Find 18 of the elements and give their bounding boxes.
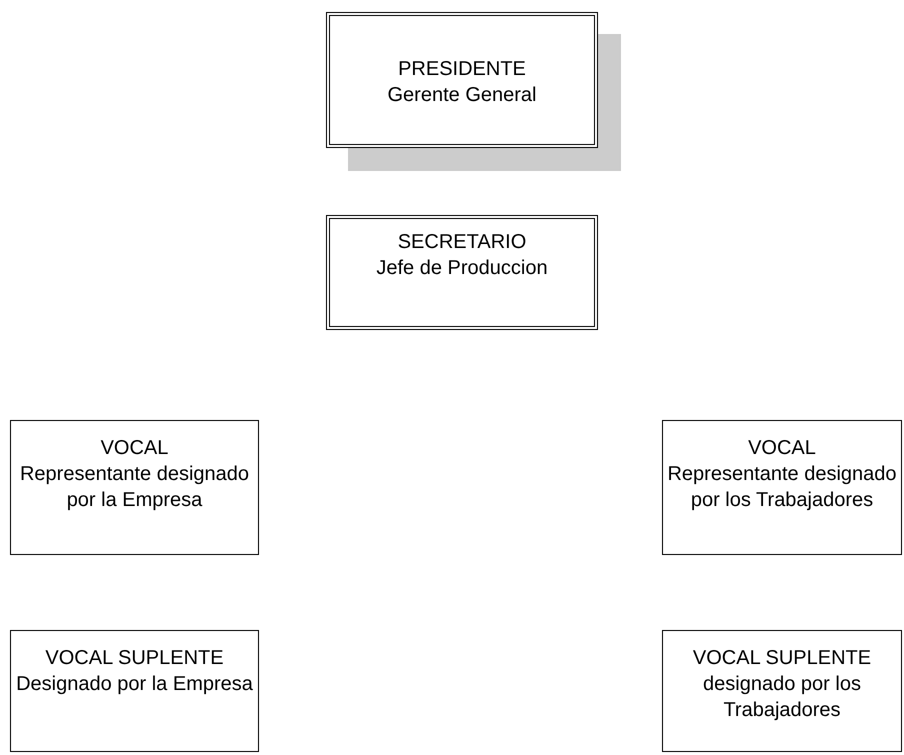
role-title: VOCAL SUPLENTE — [692, 646, 872, 671]
role-title: VOCAL SUPLENTE — [44, 646, 225, 671]
role-title: PRESIDENTE — [397, 57, 527, 82]
org-box — [10, 630, 259, 752]
role-description: designado por los Trabajadores — [702, 672, 862, 723]
double-bordered-box — [326, 12, 598, 148]
role-title: SECRETARIO — [396, 230, 528, 255]
role-title: VOCAL — [100, 436, 170, 461]
role-title: VOCAL — [747, 436, 817, 461]
double-bordered-box — [326, 215, 598, 330]
role-description: Representante designado por los Trabajadores — [666, 462, 898, 513]
org-box — [10, 420, 259, 555]
role-description: Jefe de Produccion — [375, 256, 549, 281]
org-box — [662, 420, 902, 555]
org-box — [662, 630, 902, 752]
role-description: Designado por la Empresa — [15, 672, 254, 697]
role-description: Gerente General — [386, 83, 538, 108]
role-description: Representante designado por la Empresa — [18, 462, 250, 513]
